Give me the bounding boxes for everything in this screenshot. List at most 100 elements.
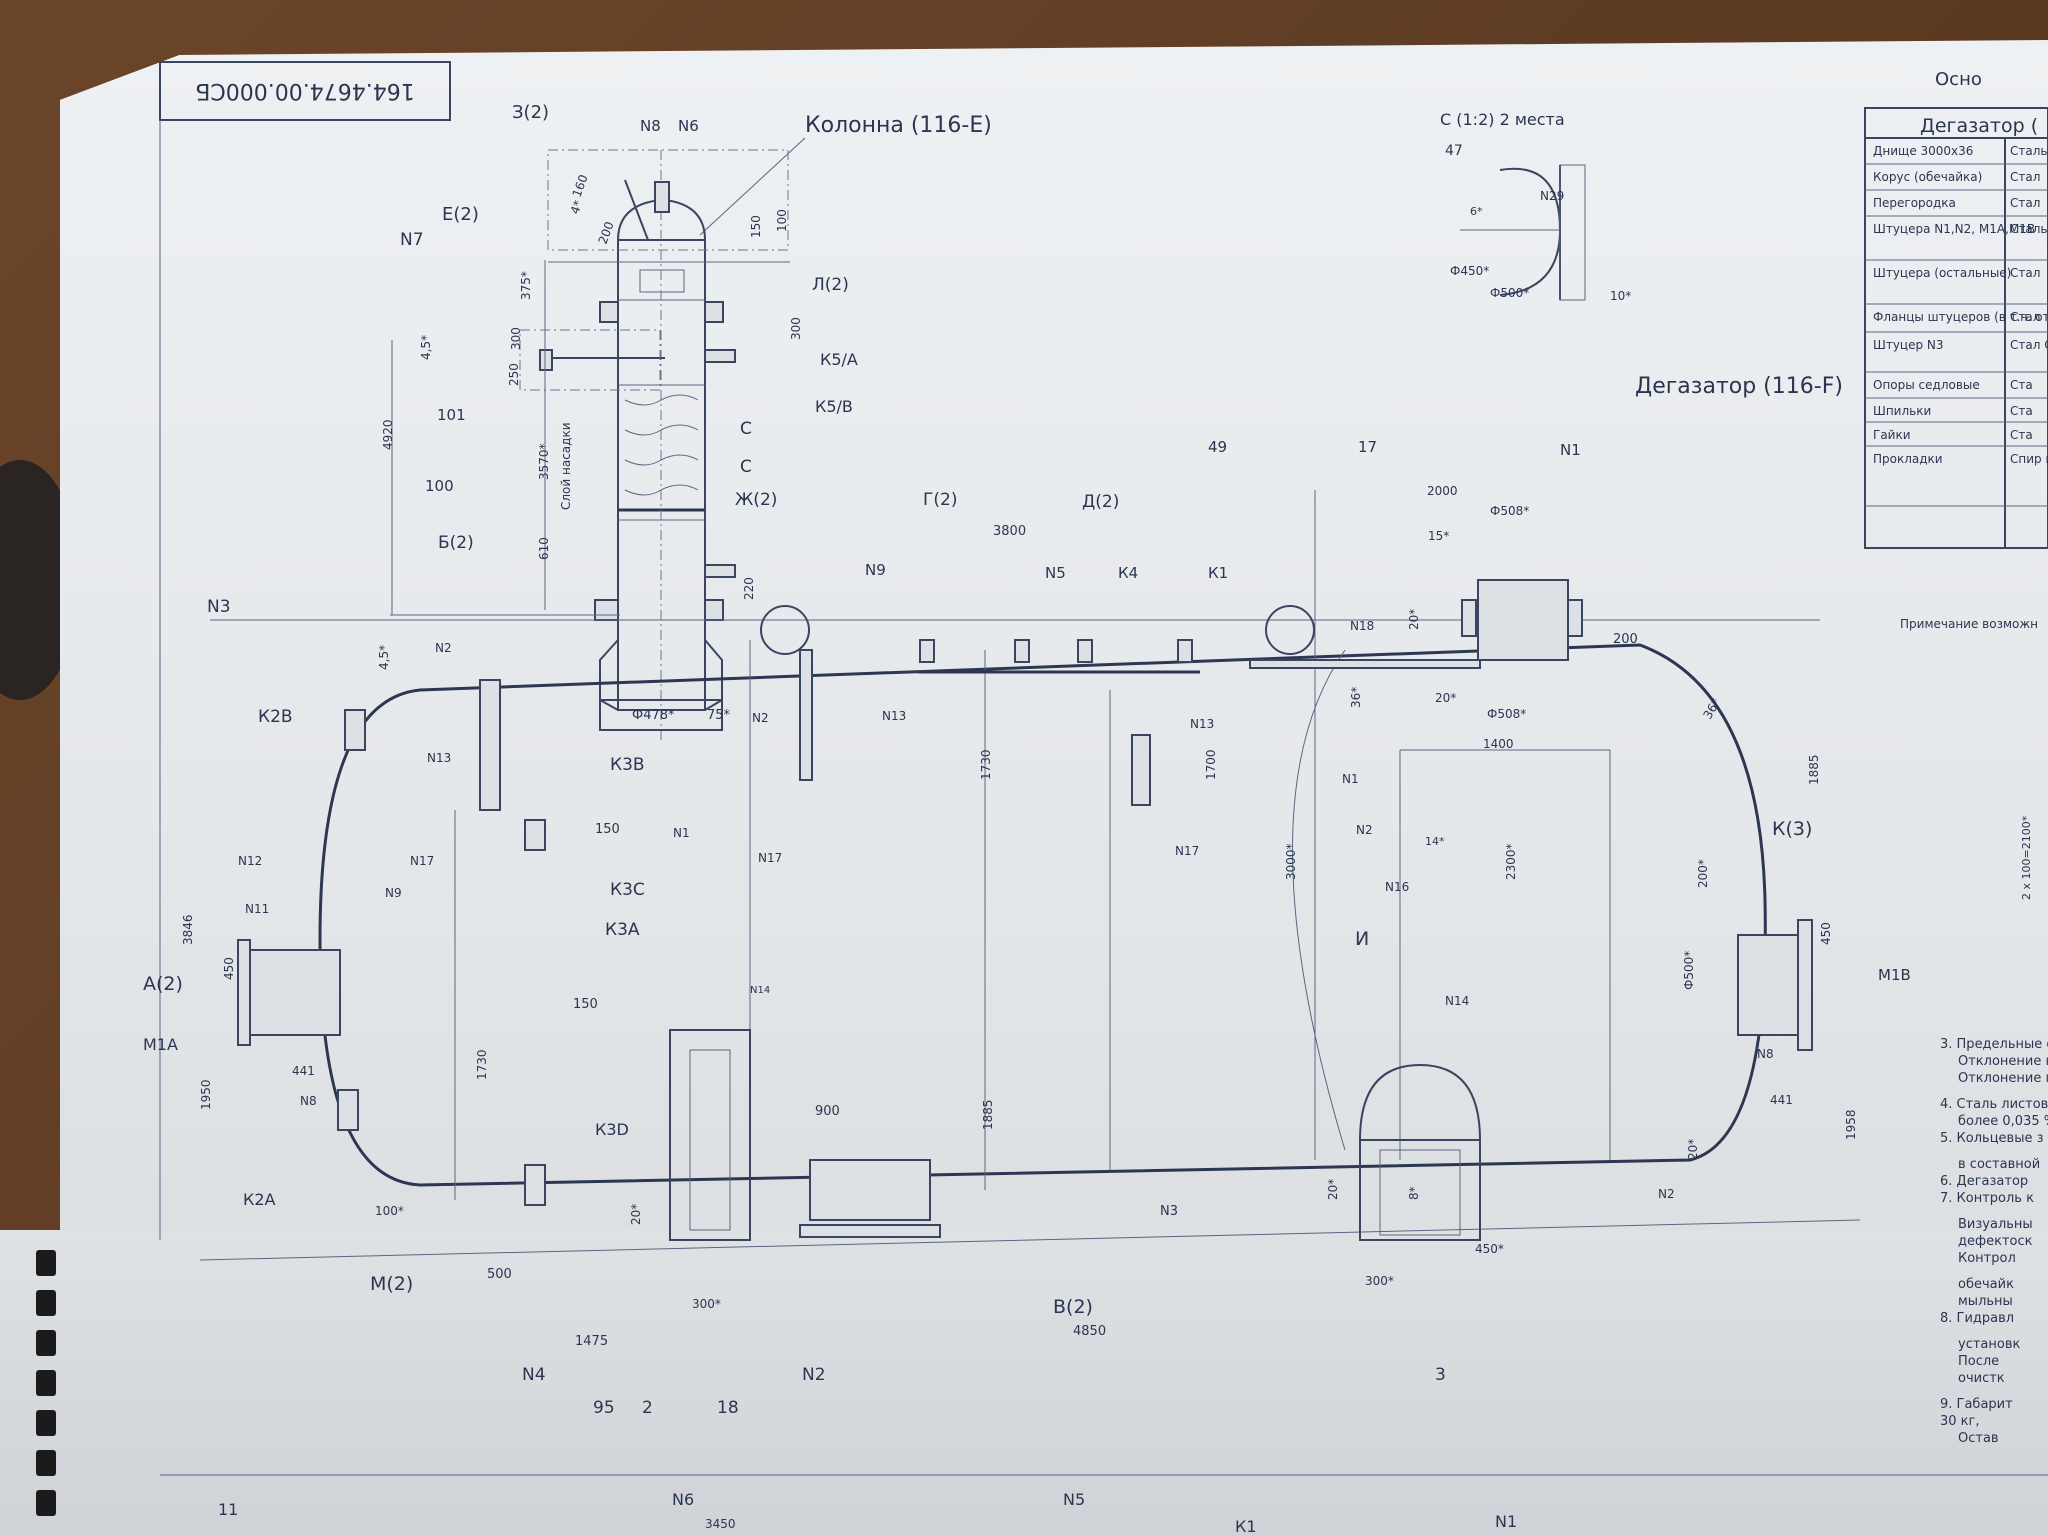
svg-text:20*: 20*: [1435, 691, 1456, 705]
note-line: 30 кг,: [1940, 1414, 1980, 1429]
table-row-name: Штуцера (остальные): [1873, 266, 2011, 280]
note-line: 9. Габарит: [1940, 1397, 2013, 1412]
svg-text:N13: N13: [427, 751, 451, 765]
svg-text:Дегазатор (: Дегазатор (: [1920, 115, 2038, 137]
table-row-value: Стал: [2010, 196, 2040, 210]
detail-c: С (1:2) 2 места 47 N29 6* Ф450* Ф500* 10…: [1440, 110, 1631, 303]
svg-text:36*: 36*: [1700, 696, 1723, 721]
svg-text:N18: N18: [1350, 619, 1374, 633]
column-labels: З(2) N8 N6 160 200 4* 150 100 Е(2) N7 37…: [377, 102, 858, 723]
svg-text:10*: 10*: [1610, 289, 1631, 303]
svg-text:1700: 1700: [1204, 749, 1218, 780]
svg-text:17: 17: [1358, 438, 1377, 456]
svg-text:Л(2): Л(2): [812, 275, 849, 295]
svg-text:N1: N1: [1342, 772, 1359, 786]
svg-text:3800: 3800: [993, 524, 1026, 539]
svg-text:4*: 4*: [568, 198, 586, 216]
lower-sheet: [0, 1230, 2048, 1536]
svg-text:Ж(2): Ж(2): [735, 490, 777, 510]
svg-text:N12: N12: [238, 854, 262, 868]
svg-text:К(3): К(3): [1772, 818, 1812, 840]
svg-text:3846: 3846: [181, 914, 195, 945]
svg-text:1730: 1730: [475, 1049, 489, 1080]
svg-text:11: 11: [218, 1500, 238, 1519]
svg-text:1475: 1475: [575, 1334, 608, 1349]
svg-text:К5/В: К5/В: [815, 397, 853, 416]
svg-text:375*: 375*: [519, 271, 533, 300]
svg-text:N14: N14: [1445, 994, 1469, 1008]
svg-text:N17: N17: [1175, 844, 1199, 858]
svg-text:610: 610: [537, 537, 551, 560]
table-row-name: Штуцер N3: [1873, 338, 1944, 352]
svg-text:N9: N9: [865, 561, 886, 579]
svg-text:150: 150: [749, 215, 763, 238]
table-row-value: Стал: [2010, 266, 2040, 280]
note-line: в составной: [1958, 1157, 2040, 1172]
svg-text:З(2): З(2): [512, 102, 549, 123]
svg-text:4,5*: 4,5*: [377, 645, 391, 670]
table-row-value: Ста: [2010, 428, 2033, 442]
svg-text:49: 49: [1208, 438, 1227, 456]
table-row-name: Опоры седловые: [1873, 378, 1980, 392]
svg-text:С: С: [740, 419, 752, 439]
svg-text:Ф508*: Ф508*: [1487, 707, 1526, 721]
svg-text:450*: 450*: [1475, 1242, 1504, 1256]
svg-text:N2: N2: [752, 711, 769, 725]
svg-text:N1: N1: [1560, 441, 1581, 459]
svg-text:М1В: М1В: [1878, 966, 1911, 984]
svg-text:N29: N29: [1540, 189, 1564, 203]
stamp-box: 164.4674.00.000СБ: [159, 61, 451, 121]
svg-text:100: 100: [425, 477, 454, 495]
note-line: После: [1958, 1354, 1999, 1369]
note-line: 8. Гидравл: [1940, 1311, 2014, 1326]
stamp-number: 164.4674.00.000СБ: [195, 78, 414, 103]
table-row-name: Перегородка: [1873, 196, 1956, 210]
svg-text:Г(2): Г(2): [923, 490, 957, 510]
svg-text:441: 441: [292, 1064, 315, 1078]
svg-text:2 х 100=2100*: 2 х 100=2100*: [2020, 815, 2033, 900]
svg-text:К5/А: К5/А: [820, 350, 858, 369]
svg-text:N6: N6: [678, 117, 699, 135]
vessel-labels: Дегазатор (116-F) N3 N2 К2В К3В N2 N13 N…: [143, 374, 2033, 1418]
svg-text:К1: К1: [1208, 564, 1228, 582]
note-line: 4. Сталь листов: [1940, 1097, 2048, 1112]
svg-text:N1: N1: [673, 826, 690, 840]
note-line: установк: [1958, 1337, 2020, 1352]
svg-text:300*: 300*: [692, 1297, 721, 1311]
note-line: 6. Дегазатор: [1940, 1174, 2028, 1189]
svg-text:4850: 4850: [1073, 1324, 1106, 1339]
svg-text:Е(2): Е(2): [442, 204, 479, 225]
svg-text:И: И: [1355, 928, 1369, 950]
svg-text:К3D: К3D: [595, 1120, 629, 1139]
svg-text:3000*: 3000*: [1284, 843, 1298, 880]
svg-text:200*: 200*: [1696, 859, 1710, 888]
table-row-value: Сталь: [2010, 222, 2047, 236]
svg-text:Д(2): Д(2): [1082, 492, 1119, 512]
specification-table: Осно Дегазатор (: [1864, 69, 2048, 549]
svg-text:В(2): В(2): [1053, 1296, 1093, 1318]
svg-text:2300*: 2300*: [1504, 843, 1518, 880]
svg-text:2000: 2000: [1427, 484, 1458, 498]
note-line: 5. Кольцевые з: [1940, 1131, 2044, 1146]
svg-text:1400: 1400: [1483, 737, 1514, 751]
table-row-value: Сталь: [2010, 144, 2047, 158]
svg-text:N2: N2: [802, 1365, 826, 1385]
svg-text:900: 900: [815, 1104, 840, 1119]
svg-text:200: 200: [1613, 632, 1638, 647]
degasser-title: Дегазатор (116-F): [1635, 374, 1843, 399]
svg-text:20*: 20*: [629, 1204, 643, 1225]
svg-text:С: С: [740, 457, 752, 477]
svg-text:2: 2: [642, 1398, 653, 1418]
svg-text:150: 150: [595, 822, 620, 837]
svg-text:100: 100: [775, 209, 789, 232]
note-line: Визуальны: [1958, 1217, 2033, 1232]
table-row-name: Гайки: [1873, 428, 1911, 442]
table-row-name: Днище 3000х36: [1873, 144, 1973, 158]
note-line: более 0,035 %,: [1958, 1114, 2048, 1129]
svg-text:1885: 1885: [981, 1099, 995, 1130]
svg-text:Ф478*: Ф478*: [632, 708, 675, 723]
svg-text:N9: N9: [385, 886, 402, 900]
note-line: Отклонение п: [1958, 1071, 2048, 1086]
table-row-value: Спир вын те об: [2010, 452, 2048, 466]
note-line: Отклонение к: [1958, 1054, 2048, 1069]
